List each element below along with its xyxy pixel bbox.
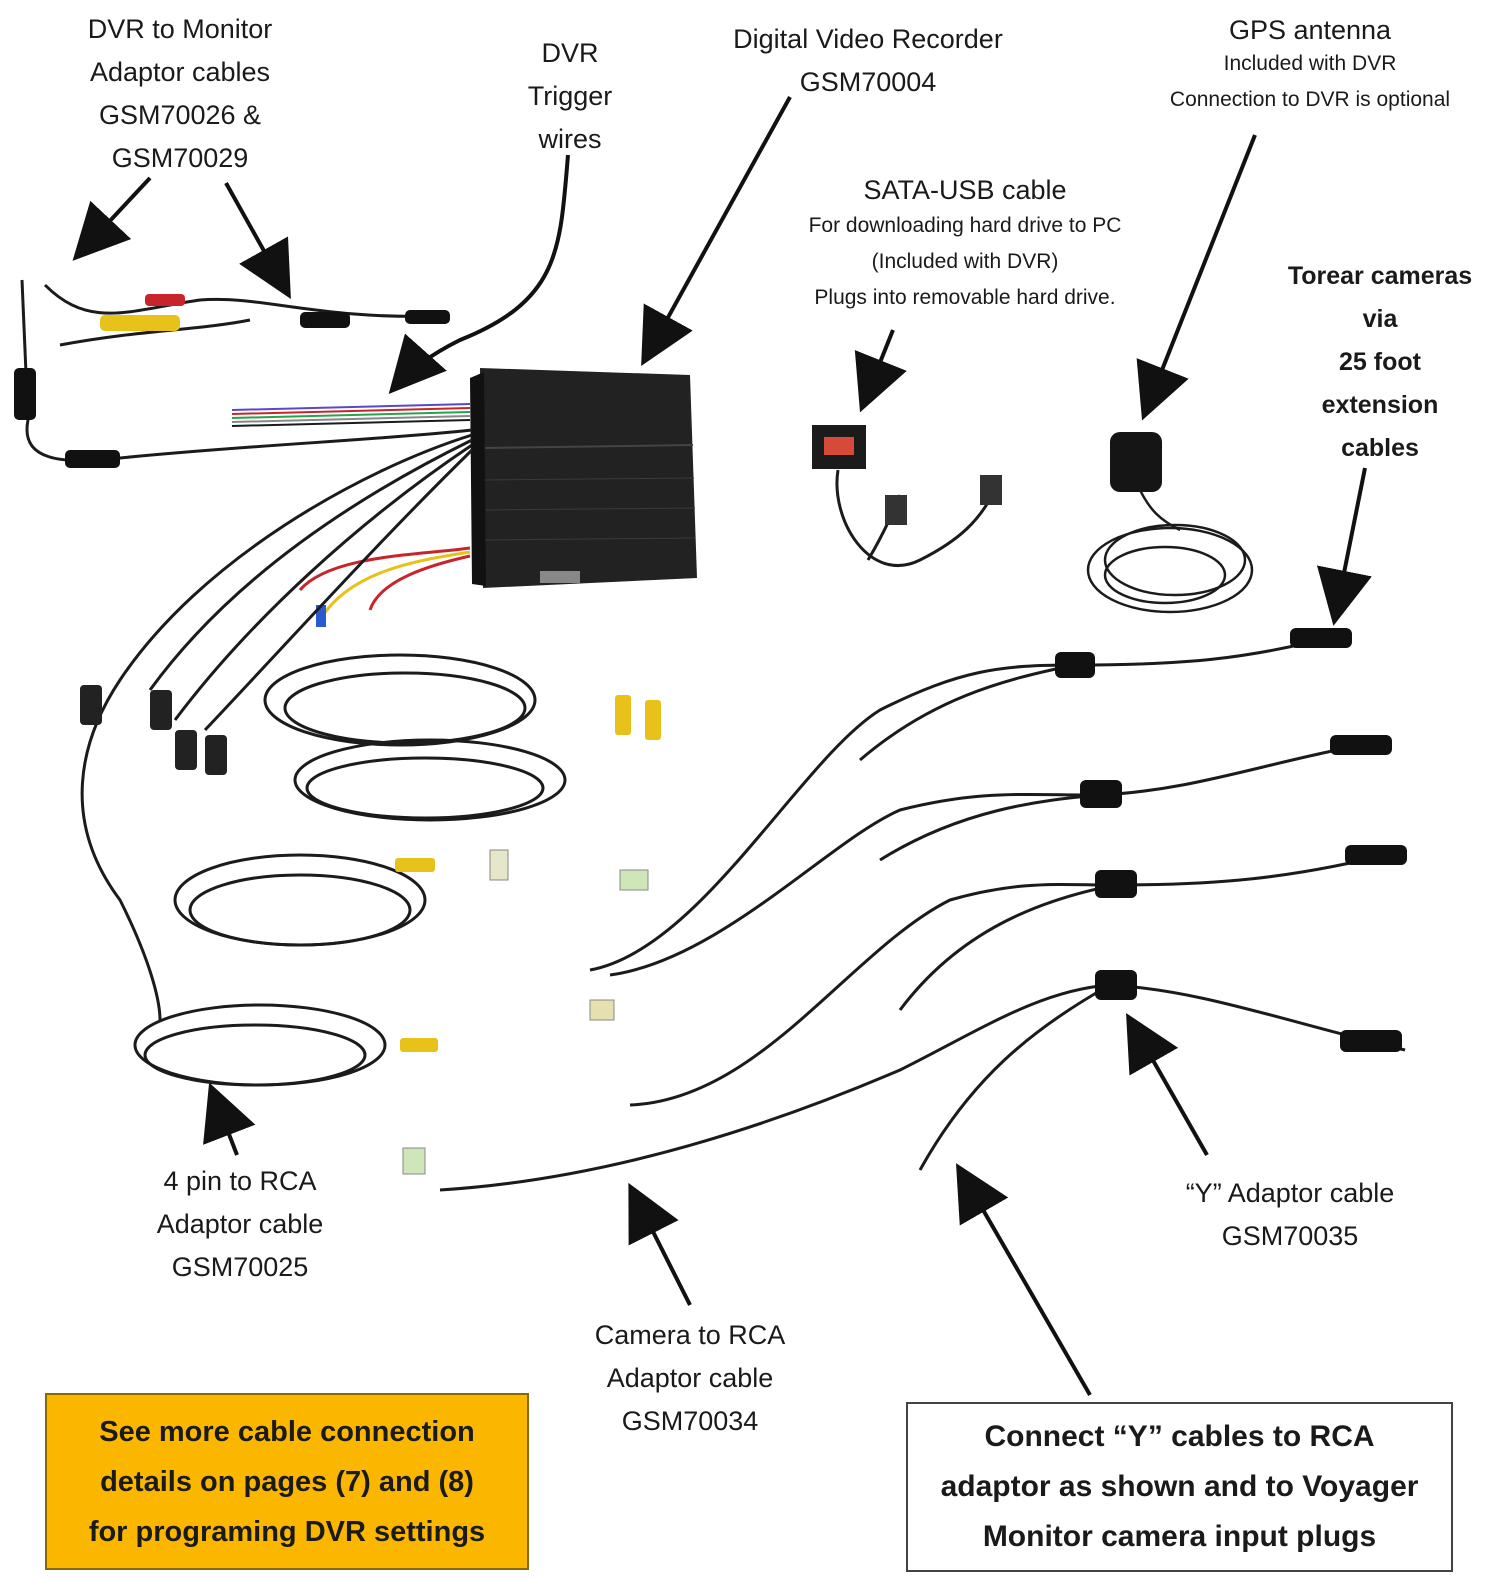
- label-title: SATA-USB cable: [863, 175, 1067, 205]
- label-y-adaptor: “Y” Adaptor cable GSM70035: [1160, 1172, 1420, 1258]
- label-line: GSM70004: [799, 67, 937, 97]
- dvr-unit: [470, 368, 697, 588]
- label-line: GSM70025: [171, 1252, 309, 1282]
- label-torear-cameras: Torear cameras via 25 foot extension cab…: [1275, 255, 1485, 470]
- label-line: Adaptor cable: [156, 1209, 324, 1239]
- label-line: GSM70029: [111, 143, 249, 173]
- sata-usb-cable: [812, 425, 1002, 568]
- label-camera-rca-adaptor: Camera to RCA Adaptor cable GSM70034: [570, 1314, 810, 1443]
- label-line: Adaptor cables: [89, 57, 271, 87]
- note-cable-connection-details: See more cable connection details on pag…: [45, 1393, 529, 1570]
- label-line: Plugs into removable hard drive.: [814, 286, 1116, 309]
- label-line: cables: [1341, 434, 1419, 462]
- annotation-arrows: [72, 96, 1372, 1397]
- label-line: Camera to RCA: [594, 1320, 786, 1350]
- label-line: Adaptor cable: [606, 1363, 774, 1393]
- label-line: 4 pin to RCA: [163, 1166, 317, 1196]
- label-title: GPS antenna: [1228, 15, 1392, 45]
- label-line: 25 foot: [1339, 348, 1421, 376]
- label-line: DVR to Monitor: [87, 14, 273, 44]
- label-line: Included with DVR: [1223, 52, 1397, 75]
- gps-antenna: [1086, 432, 1254, 614]
- label-line: GSM70034: [621, 1406, 759, 1436]
- label-line: For downloading hard drive to PC: [808, 214, 1122, 237]
- label-line: GSM70026 &: [98, 100, 262, 130]
- trigger-wires: [231, 403, 471, 427]
- cable-bundles: [20, 279, 1406, 1192]
- label-line: “Y” Adaptor cable: [1185, 1178, 1395, 1208]
- note-line: for programing DVR settings: [88, 1515, 486, 1548]
- connectors: [14, 294, 1407, 1175]
- label-line: wires: [538, 124, 602, 154]
- note-line: See more cable connection: [99, 1415, 475, 1448]
- note-line: adaptor as shown and to Voyager: [940, 1470, 1419, 1503]
- label-dvr-monitor-adaptor: DVR to Monitor Adaptor cables GSM70026 &…: [50, 8, 310, 180]
- label-digital-video-recorder: Digital Video Recorder GSM70004: [708, 18, 1028, 104]
- label-gps-antenna: GPS antenna Included with DVR Connection…: [1140, 14, 1480, 118]
- label-line: Trigger: [527, 81, 613, 111]
- label-line: (Included with DVR): [871, 250, 1059, 273]
- label-line: Torear cameras: [1287, 262, 1473, 290]
- label-line: Digital Video Recorder: [733, 24, 1003, 54]
- label-sata-usb-cable: SATA-USB cable For downloading hard driv…: [780, 172, 1150, 316]
- label-line: extension: [1321, 391, 1439, 419]
- label-trigger-wires: DVR Trigger wires: [505, 32, 635, 161]
- label-line: Connection to DVR is optional: [1169, 88, 1451, 111]
- power-harness: [298, 546, 471, 627]
- label-line: DVR: [541, 38, 599, 68]
- note-line: Connect “Y” cables to RCA: [984, 1420, 1375, 1453]
- label-4pin-rca-adaptor: 4 pin to RCA Adaptor cable GSM70025: [130, 1160, 350, 1289]
- note-line: Monitor camera input plugs: [982, 1520, 1377, 1553]
- label-line: via: [1362, 305, 1398, 333]
- note-connect-y-cables: Connect “Y” cables to RCA adaptor as sho…: [906, 1402, 1453, 1572]
- note-line: details on pages (7) and (8): [100, 1465, 474, 1498]
- label-line: GSM70035: [1221, 1221, 1359, 1251]
